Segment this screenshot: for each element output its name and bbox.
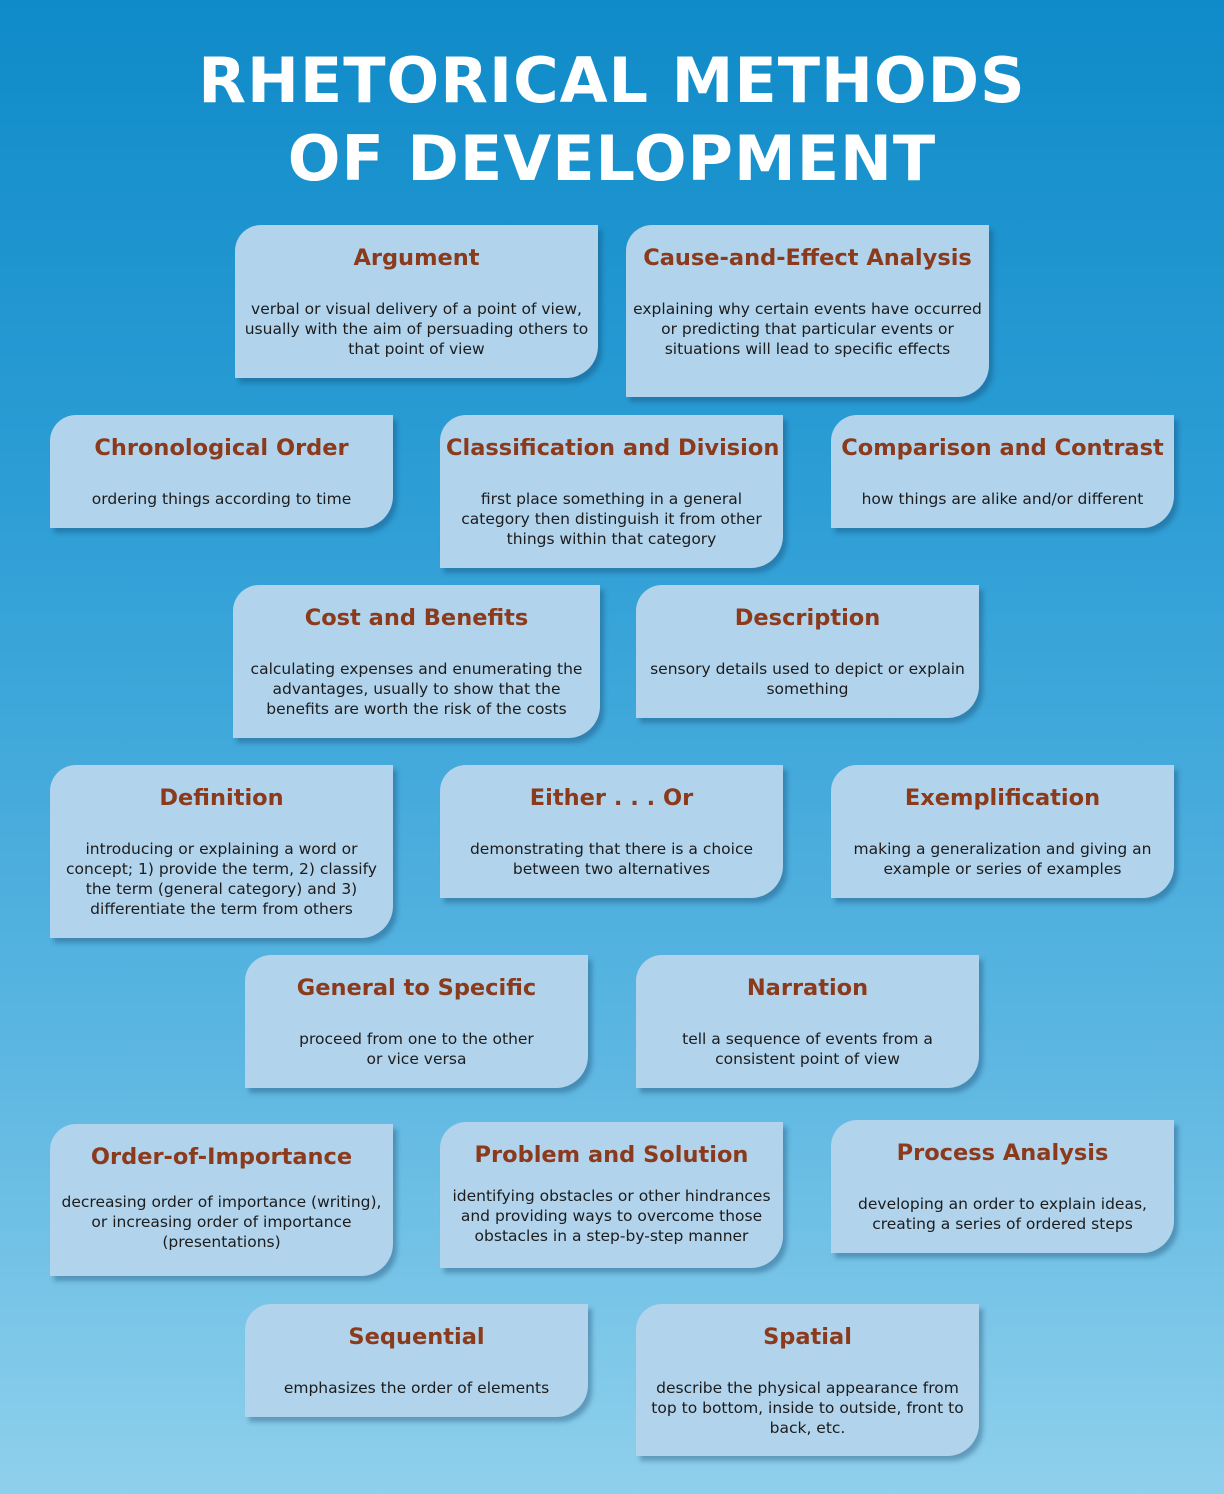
card-description: verbal or visual delivery of a point of …: [244, 300, 589, 358]
card-general-to-specific: General to Specific proceed from one to …: [245, 955, 588, 1088]
card-description: emphasizes the order of elements: [283, 1379, 550, 1397]
card-title: Chronological Order: [94, 435, 349, 461]
card-title: Description: [734, 605, 881, 631]
card-title: Comparison and Contrast: [841, 435, 1164, 461]
card-description: describe the physical appearance from to…: [651, 1379, 964, 1437]
card-title: Argument: [353, 245, 480, 271]
card-either-or: Either . . . Or demonstrating that there…: [440, 765, 783, 898]
card-process-analysis: Process Analysis developing an order to …: [831, 1120, 1174, 1253]
card-narration: Narration tell a sequence of events from…: [636, 955, 979, 1088]
card-description: decreasing order of importance (writing)…: [61, 1193, 382, 1251]
card-title: Sequential: [348, 1324, 485, 1350]
card-description: Description sensory details used to depi…: [636, 585, 979, 718]
card-chronological-order: Chronological Order ordering things acco…: [50, 415, 393, 528]
card-exemplification: Exemplification making a generalization …: [831, 765, 1174, 898]
card-title: Classification and Division: [446, 435, 780, 461]
card-title: General to Specific: [296, 975, 537, 1001]
card-title: Order-of-Importance: [90, 1144, 353, 1170]
card-description: tell a sequence of events from a consist…: [682, 1030, 933, 1068]
card-title: Exemplification: [904, 785, 1101, 811]
card-description: first place something in a general categ…: [461, 490, 762, 548]
card-title: Cause-and-Effect Analysis: [643, 245, 972, 271]
card-description: sensory details used to depict or explai…: [650, 660, 965, 698]
card-description: proceed from one to the other or vice ve…: [299, 1030, 534, 1068]
card-title: Spatial: [763, 1324, 852, 1350]
card-description: how things are alike and/or different: [861, 490, 1144, 508]
card-title: Cost and Benefits: [304, 605, 529, 631]
card-title: Problem and Solution: [474, 1142, 749, 1168]
card-cause-and-effect-analysis: Cause-and-Effect Analysis explaining why…: [626, 225, 989, 397]
card-description: making a generalization and giving an ex…: [853, 840, 1152, 878]
card-title: Definition: [159, 785, 284, 811]
title-line-1: RHETORICAL METHODS: [198, 44, 1026, 117]
card-description: demonstrating that there is a choice bet…: [469, 840, 754, 878]
card-description: introducing or explaining a word or conc…: [66, 840, 377, 918]
card-argument: Argument verbal or visual delivery of a …: [235, 225, 598, 378]
card-title: Either . . . Or: [529, 785, 694, 811]
card-description: identifying obstacles or other hindrance…: [452, 1187, 771, 1245]
card-description: ordering things according to time: [91, 490, 352, 508]
card-spatial: Spatial describe the physical appearance…: [636, 1304, 979, 1456]
card-cost-and-benefits: Cost and Benefits calculating expenses a…: [233, 585, 600, 738]
card-description: developing an order to explain ideas, cr…: [858, 1195, 1147, 1233]
card-description: explaining why certain events have occur…: [633, 300, 982, 358]
page-title: RHETORICAL METHODS OF DEVELOPMENT: [0, 42, 1224, 198]
card-problem-and-solution: Problem and Solution identifying obstacl…: [440, 1122, 783, 1268]
card-definition: Definition introducing or explaining a w…: [50, 765, 393, 938]
card-comparison-and-contrast: Comparison and Contrast how things are a…: [831, 415, 1174, 528]
card-title: Narration: [746, 975, 869, 1001]
card-sequential: Sequential emphasizes the order of eleme…: [245, 1304, 588, 1417]
card-order-of-importance: Order-of-Importance decreasing order of …: [50, 1124, 393, 1276]
card-title: Process Analysis: [896, 1140, 1109, 1166]
title-line-2: OF DEVELOPMENT: [287, 122, 937, 195]
card-classification-and-division: Classification and Division first place …: [440, 415, 783, 568]
card-description: calculating expenses and enumerating the…: [250, 660, 583, 718]
